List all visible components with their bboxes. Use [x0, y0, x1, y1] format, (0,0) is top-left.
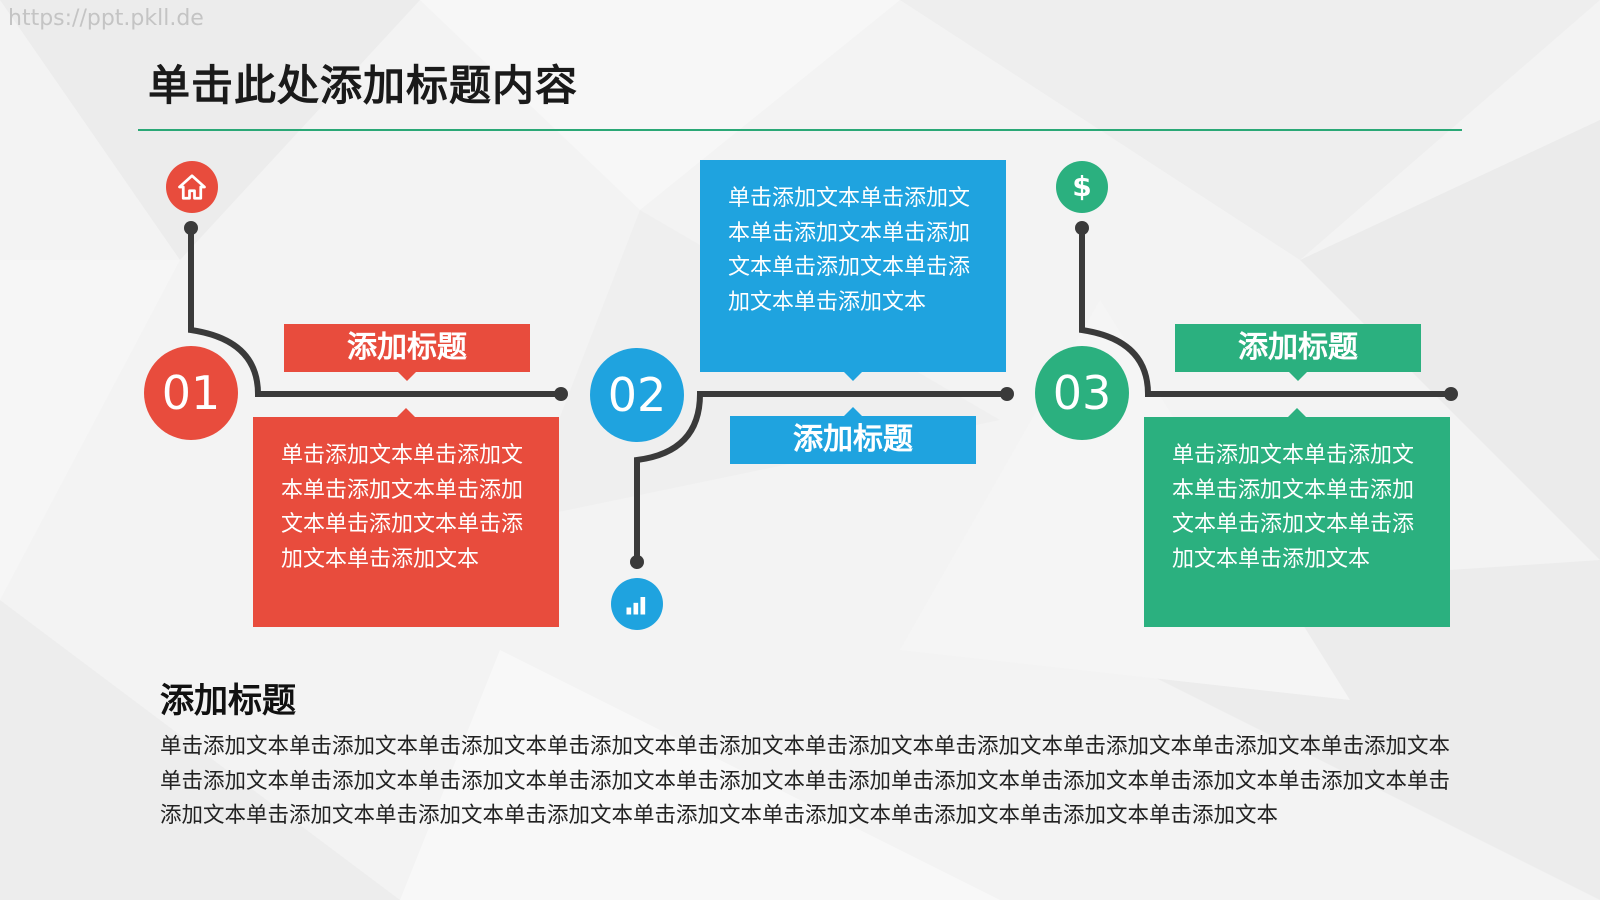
summary-text: 单击添加文本单击添加文本单击添加文本单击添加文本单击添加文本单击添加文本单击添加…: [160, 734, 1451, 828]
step-02-tag: 添加标题: [730, 407, 976, 464]
bar-chart-icon: [626, 597, 646, 615]
step-01-number: 01: [144, 346, 238, 440]
step-03-number: 03: [1035, 346, 1129, 440]
summary-title: 添加标题: [160, 681, 296, 721]
dollar-icon: $: [1072, 170, 1092, 203]
connector-dot: [630, 555, 644, 569]
step-01-tag: 添加标题: [284, 324, 530, 381]
connector-01: [188, 226, 563, 397]
step-02-icon-circle: [611, 578, 663, 630]
title-divider: [138, 129, 1462, 131]
page-title: 单击此处添加标题内容: [148, 61, 579, 110]
connector-dot: [1000, 387, 1014, 401]
step-02-text-box: 单击添加文本单击添加文本单击添加文本单击添加文本单击添加文本单击添加文本单击添加…: [700, 160, 1006, 381]
connector-03: [1079, 226, 1453, 397]
step-01-text-box: 单击添加文本单击添加文本单击添加文本单击添加文本单击添加文本单击添加文本单击添加…: [253, 408, 559, 627]
home-icon: [178, 174, 206, 200]
connector-02: [634, 391, 1009, 565]
connector-dot: [184, 221, 198, 235]
step-01-icon-circle: [166, 161, 218, 213]
step-03-text-box: 单击添加文本单击添加文本单击添加文本单击添加文本单击添加文本单击添加文本单击添加…: [1144, 408, 1450, 627]
step-02-number: 02: [590, 348, 684, 442]
step-03-icon-circle: $: [1056, 161, 1108, 213]
connector-dot: [1075, 221, 1089, 235]
watermark: https://ppt.pkll.de: [8, 6, 204, 31]
connector-dot: [554, 387, 568, 401]
connector-dot: [1444, 387, 1458, 401]
step-03-tag: 添加标题: [1175, 324, 1421, 381]
